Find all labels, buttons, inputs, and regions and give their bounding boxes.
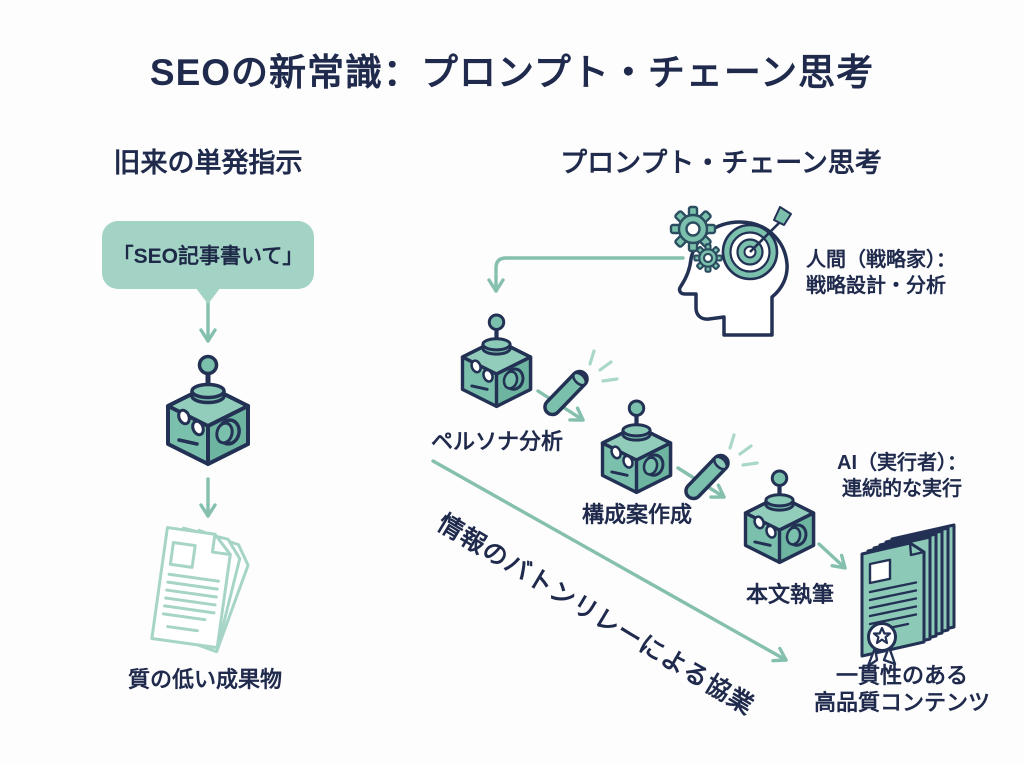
arrow-step3-to-result bbox=[817, 542, 847, 570]
left-column-heading: 旧来の単発指示 bbox=[113, 148, 303, 178]
gear-icon-small bbox=[693, 243, 723, 273]
high-quality-output-line1: 一貫性のある bbox=[835, 663, 968, 688]
gear-icon-large bbox=[669, 205, 717, 253]
arrow-relay-diagonal bbox=[431, 459, 788, 663]
prompt-speech-bubble: 「SEO記事書いて」 bbox=[102, 221, 314, 304]
human-role-line2: 戦略設計・分析 bbox=[806, 275, 946, 297]
low-quality-output-label: 質の低い成果物 bbox=[127, 667, 282, 692]
robot-icon-single-task bbox=[168, 357, 248, 465]
arrow-human-to-step1 bbox=[487, 256, 685, 293]
robot-icon-writing bbox=[746, 471, 814, 562]
human-role-label: 人間（戦略家）： 戦略設計・分析 bbox=[806, 247, 956, 299]
step-label-outline: 構成案作成 bbox=[581, 502, 692, 527]
right-column-heading: プロンプト・チェーン思考 bbox=[560, 148, 882, 178]
robot-icon-outline bbox=[603, 401, 671, 492]
target-icon bbox=[721, 206, 792, 281]
step-label-persona: ペルソナ分析 bbox=[430, 429, 563, 454]
sparkle-icon-2 bbox=[728, 433, 759, 467]
ai-role-line2: 連続的な実行 bbox=[842, 478, 962, 500]
step-label-writing: 本文執筆 bbox=[745, 582, 834, 607]
sparkle-icon-1 bbox=[588, 349, 619, 383]
low-quality-documents-icon bbox=[150, 526, 250, 654]
ai-role-label: AI（実行者）： 連続的な実行 bbox=[812, 450, 992, 502]
strategist-head-icon bbox=[669, 205, 792, 337]
robot-icon-persona bbox=[463, 315, 531, 406]
high-quality-output-line2: 高品質コンテンツ bbox=[813, 690, 990, 715]
prompt-speech-bubble-text: 「SEO記事書いて」 bbox=[112, 245, 304, 268]
ai-role-line1: AI（実行者）： bbox=[837, 452, 967, 474]
high-quality-content-icon bbox=[860, 523, 956, 668]
page-title: SEOの新常識：プロンプト・チェーン思考 bbox=[149, 52, 875, 93]
award-ribbon-icon bbox=[866, 622, 897, 668]
human-role-line1: 人間（戦略家）： bbox=[806, 249, 956, 271]
high-quality-output-label: 一貫性のある 高品質コンテンツ bbox=[802, 662, 1002, 716]
